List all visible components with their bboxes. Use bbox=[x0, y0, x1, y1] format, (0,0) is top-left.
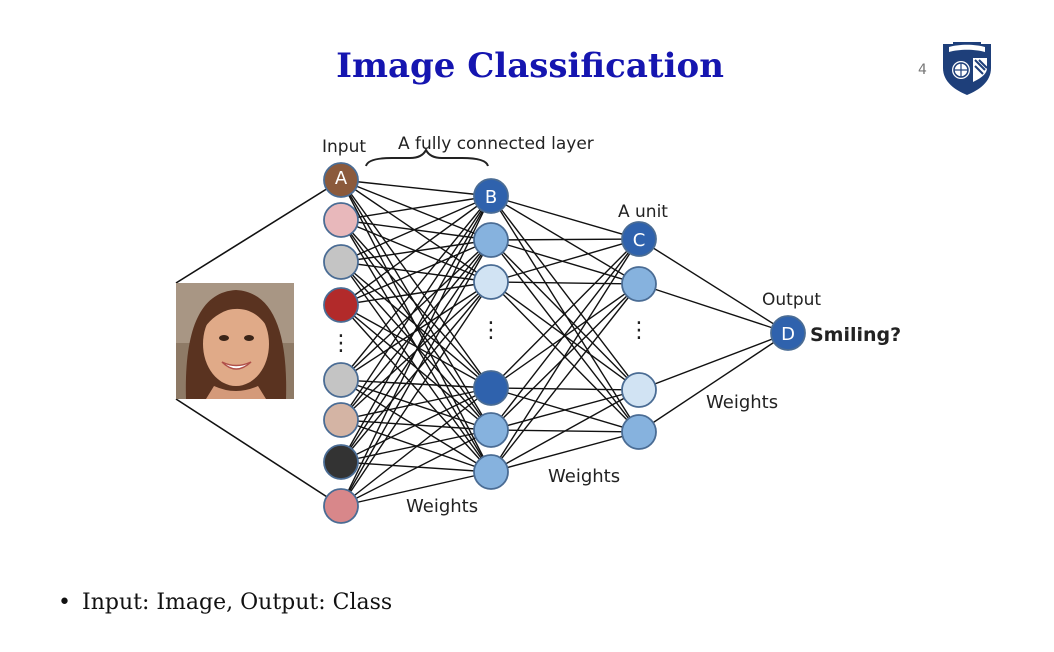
hidden2-node bbox=[621, 414, 657, 450]
connection-edge bbox=[340, 304, 492, 389]
connection-edge bbox=[490, 283, 640, 473]
connection-edge bbox=[638, 238, 789, 334]
connection-edge bbox=[340, 387, 492, 507]
node-label-a: A bbox=[335, 168, 348, 189]
connection-edge bbox=[340, 379, 492, 389]
connection-edge bbox=[638, 283, 789, 334]
output-label: Output bbox=[762, 290, 821, 310]
connection-edge bbox=[340, 281, 492, 306]
connection-edge bbox=[490, 238, 640, 283]
output-question-label: Smiling? bbox=[810, 324, 901, 346]
input-node bbox=[323, 362, 359, 398]
hidden2-node bbox=[621, 372, 657, 408]
fc-layer-label: A fully connected layer bbox=[398, 134, 594, 154]
connection-edge bbox=[340, 219, 492, 241]
connection-edge bbox=[340, 387, 492, 421]
input-node bbox=[323, 287, 359, 323]
network-connections bbox=[175, 179, 789, 507]
hidden2-node bbox=[621, 221, 657, 257]
weights-label-3: Weights bbox=[706, 392, 778, 413]
bullet-text: Input: Image, Output: Class bbox=[82, 590, 393, 615]
connection-edge bbox=[340, 195, 492, 381]
connection-edge bbox=[340, 461, 492, 473]
connection-edge bbox=[340, 304, 492, 431]
connection-edge bbox=[340, 239, 492, 381]
connection-edge bbox=[490, 283, 640, 389]
connection-edge bbox=[490, 195, 640, 240]
connection-edge bbox=[340, 429, 492, 463]
connection-edge bbox=[340, 239, 492, 507]
connection-edge bbox=[340, 429, 492, 507]
bullet-item: • Input: Image, Output: Class bbox=[58, 590, 392, 615]
node-label-b: B bbox=[485, 187, 497, 208]
connection-edge bbox=[340, 379, 492, 473]
connection-edge bbox=[490, 238, 640, 241]
connection-edge bbox=[638, 332, 789, 391]
page-number: 4 bbox=[918, 62, 927, 78]
hidden1-ellipsis: ⋮ bbox=[480, 318, 502, 343]
hidden1-node bbox=[473, 370, 509, 406]
connection-edge bbox=[490, 239, 640, 391]
hidden1-node bbox=[473, 454, 509, 490]
connection-edge bbox=[340, 387, 492, 463]
connection-edge bbox=[490, 387, 640, 391]
input-node bbox=[323, 444, 359, 480]
weights-label-2: Weights bbox=[548, 466, 620, 487]
connection-edge bbox=[490, 195, 640, 391]
connection-edge bbox=[490, 238, 640, 473]
connection-edge bbox=[340, 261, 492, 389]
network-nodes bbox=[323, 162, 806, 524]
output-node bbox=[770, 315, 806, 351]
connection-edge bbox=[175, 398, 342, 507]
connection-edge bbox=[340, 179, 492, 197]
slide-title: Image Classification bbox=[336, 46, 724, 86]
connection-edge bbox=[340, 195, 492, 421]
connection-edge bbox=[340, 195, 492, 306]
connection-edge bbox=[340, 195, 492, 263]
unit-label: A unit bbox=[618, 202, 668, 222]
connection-edge bbox=[340, 239, 492, 306]
connection-edge bbox=[490, 281, 640, 285]
input-ellipsis: ⋮ bbox=[330, 331, 352, 356]
connection-edge bbox=[340, 304, 492, 473]
connection-edge bbox=[340, 281, 492, 507]
input-node bbox=[323, 488, 359, 524]
connection-edge bbox=[340, 195, 492, 463]
neural-network-diagram: Input A fully connected layer A unit Out… bbox=[175, 134, 901, 524]
connection-edge bbox=[490, 238, 640, 431]
node-label-c: C bbox=[633, 230, 646, 251]
hidden1-node bbox=[473, 412, 509, 448]
connection-edge bbox=[340, 471, 492, 507]
input-node bbox=[323, 402, 359, 438]
connection-edge bbox=[638, 332, 789, 433]
connection-edge bbox=[340, 179, 492, 389]
university-shield-logo bbox=[943, 42, 991, 95]
hidden1-node bbox=[473, 178, 509, 214]
connection-edge bbox=[490, 431, 640, 473]
connection-edge bbox=[340, 179, 492, 283]
face-image bbox=[176, 283, 294, 399]
input-label: Input bbox=[322, 137, 366, 157]
connection-edge bbox=[340, 379, 492, 431]
hidden1-node bbox=[473, 222, 509, 258]
connection-edge bbox=[175, 179, 342, 284]
input-node bbox=[323, 202, 359, 238]
connection-edge bbox=[490, 283, 640, 431]
input-node bbox=[323, 244, 359, 280]
fc-layer-brace bbox=[365, 147, 489, 167]
bullet-marker: • bbox=[58, 590, 71, 615]
connection-edge bbox=[490, 389, 640, 473]
hidden1-node bbox=[473, 264, 509, 300]
connection-edge bbox=[490, 389, 640, 431]
connection-edge bbox=[490, 238, 640, 389]
connection-edge bbox=[340, 179, 492, 241]
input-node bbox=[323, 162, 359, 198]
weights-label-1: Weights bbox=[406, 496, 478, 517]
connection-edge bbox=[340, 219, 492, 389]
hidden2-ellipsis: ⋮ bbox=[628, 318, 650, 343]
hidden2-node bbox=[621, 266, 657, 302]
connection-edge bbox=[340, 195, 492, 221]
connection-edge bbox=[340, 195, 492, 507]
node-label-d: D bbox=[781, 324, 795, 345]
